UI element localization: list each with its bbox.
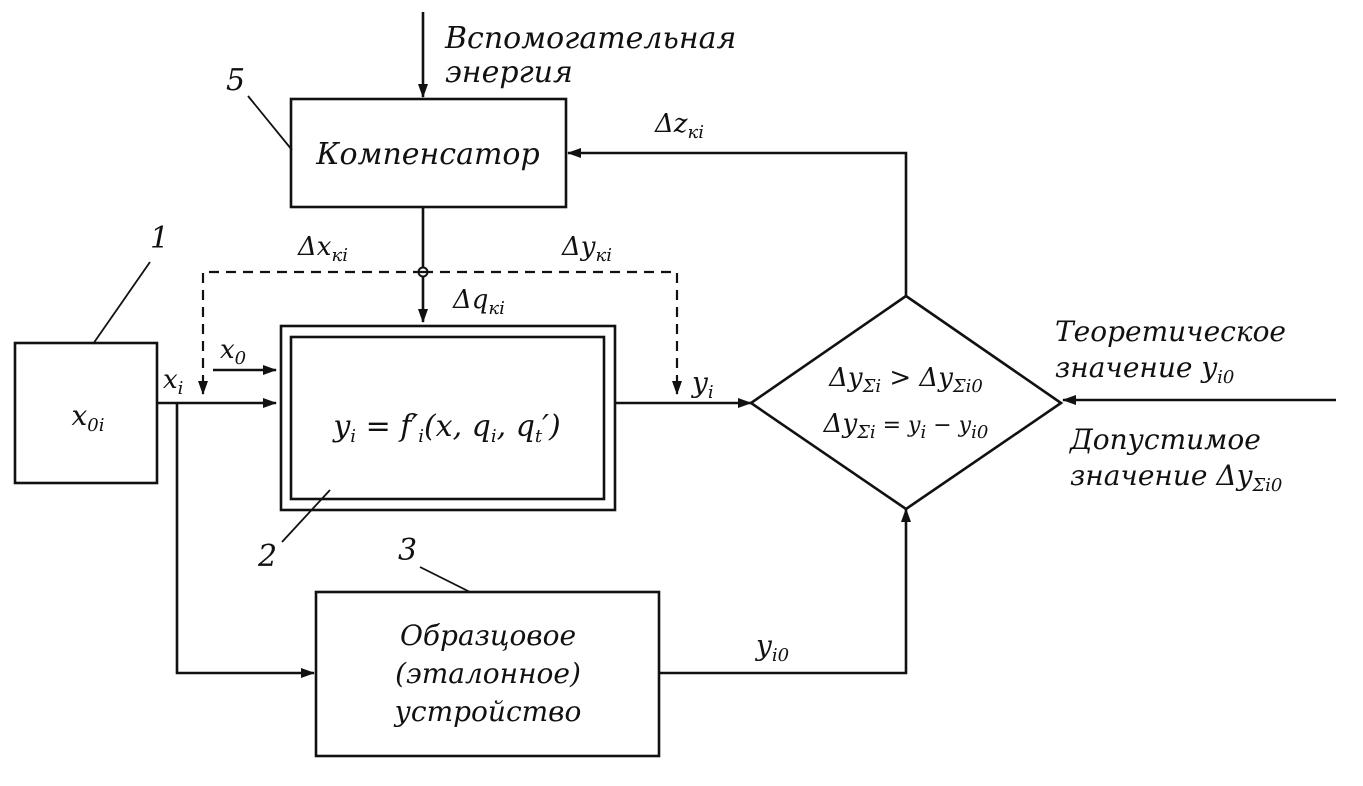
feedback-arrow: [567, 148, 908, 296]
compensator-block: [289, 97, 568, 209]
source-leader: [92, 261, 151, 345]
source-output-label: xi: [163, 365, 183, 399]
output-correction-label: Δyкi: [561, 232, 612, 266]
theoretical-value-line2: значение yi0: [1055, 351, 1234, 388]
device-formula: yi = f′i(x, qi, qt′): [331, 409, 560, 447]
energy-label-line1: Вспомогательная: [444, 21, 736, 56]
device-number: 2: [257, 539, 277, 574]
comparator-condition: ΔyΣi > ΔyΣi0: [828, 363, 983, 397]
comparator-difference: ΔyΣi = yi − yi0: [823, 409, 989, 443]
reference-block: [314, 590, 661, 758]
energy-label-line2: энергия: [445, 55, 573, 90]
reference-label-line2: (эталонное): [395, 657, 581, 690]
reference-leader: [419, 566, 471, 593]
source-block: [13, 341, 159, 485]
device-output-label: yi: [690, 366, 714, 403]
reference-input-arrow: [175, 403, 315, 678]
comparator-diamond: [748, 294, 1064, 511]
reference-label-line3: устройство: [393, 695, 582, 728]
source-number: 1: [150, 221, 169, 256]
reference-label-line1: Образцовое: [400, 619, 576, 652]
compensator-label: Компенсатор: [315, 137, 539, 172]
device-block: [289, 335, 606, 501]
allowed-value-line2: значение ΔyΣi0: [1070, 459, 1282, 496]
device-leader: [281, 489, 331, 543]
feedback-label: Δzкi: [654, 109, 704, 143]
input-correction-label: Δxкi: [297, 232, 348, 266]
reference-output-arrow: [659, 508, 911, 675]
reference-output-label: yi0: [754, 629, 789, 666]
compensator-number: 5: [226, 63, 245, 98]
x0-input-label: x0: [220, 335, 246, 369]
reference-number: 3: [398, 533, 417, 568]
allowed-value-line1: Допустимое: [1068, 423, 1261, 456]
compensator-leader: [247, 95, 293, 151]
theoretical-value-line1: Теоретическое: [1055, 315, 1286, 348]
source-label: x0i: [71, 399, 104, 436]
param-correction-label: Δqкi: [452, 285, 505, 319]
input-correction-dashed: [198, 270, 423, 395]
